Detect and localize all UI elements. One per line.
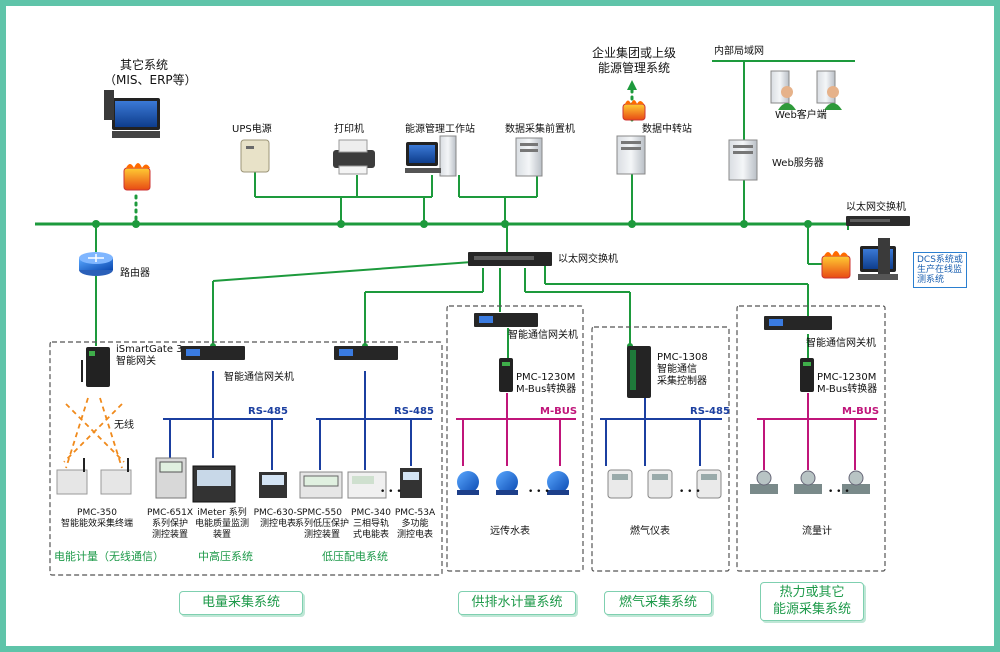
ellipsis-lv: • • • <box>380 487 402 497</box>
ellipsis-heat: • • • <box>828 487 850 497</box>
computer-icon <box>104 90 160 138</box>
router-label: 路由器 <box>120 268 150 279</box>
meter-pmc630-icon <box>259 472 287 498</box>
sub-mv-label: 中高压系统 <box>198 550 253 563</box>
workstation-label: 能源管理工作站 <box>405 124 475 135</box>
rs485-gas-label: RS-485 <box>690 406 730 417</box>
other-systems-label: 其它系统（MIS、ERP等） <box>104 58 197 87</box>
meter-imeter-icon <box>192 465 236 503</box>
gateway-water-label: 智能通信网关机 <box>508 330 578 341</box>
dcs-label: DCS系统或生产在线监测系统 <box>913 252 967 288</box>
workstation-icon <box>405 135 457 177</box>
computer-icon <box>858 238 898 280</box>
firewall-icon <box>622 100 646 121</box>
mbus-bus <box>456 393 877 470</box>
meter-pmc340-icon <box>347 471 387 499</box>
rs485-b-label: RS-485 <box>394 406 434 417</box>
flow-meter-label: 流量计 <box>802 526 832 537</box>
wireless-label: 无线 <box>114 420 134 431</box>
uplink-dots <box>134 88 634 224</box>
wireless-links <box>63 397 125 469</box>
water-meter-label: 远传水表 <box>490 526 530 537</box>
server-icon <box>616 135 646 175</box>
web-server-label: Web服务器 <box>772 158 824 169</box>
ellipsis-water: • • • <box>528 487 550 497</box>
switch-top-label: 以太网交换机 <box>846 202 906 213</box>
web-client-label: Web客户端 <box>775 110 827 121</box>
printer-icon <box>333 139 375 175</box>
system-frames <box>49 305 886 576</box>
switch-mid-label: 以太网交换机 <box>558 254 618 265</box>
switch-icon <box>468 252 552 266</box>
meter-pmc651-icon <box>155 457 187 499</box>
ups-icon <box>240 139 270 173</box>
intranet-line <box>95 60 855 358</box>
gateway-icon <box>474 313 538 327</box>
rs485-bus-lv <box>163 371 722 470</box>
firewall-icon <box>123 163 151 191</box>
gateway-icon <box>764 316 832 330</box>
switch-icon <box>846 216 910 226</box>
gateway-a-label: 智能通信网关机 <box>224 372 294 383</box>
ellipsis-gas: • • • <box>679 487 701 497</box>
user-icon <box>816 70 842 110</box>
frontend-label: 数据采集前置机 <box>505 124 575 135</box>
gateway-heat-label: 智能通信网关机 <box>806 338 876 349</box>
pmc350-terminal-icon <box>56 458 132 495</box>
sub-lv-label: 低压配电系统 <box>322 550 388 563</box>
gas-system-label: 燃气采集系统 <box>604 591 712 615</box>
meter-pmc550-icon <box>299 471 343 499</box>
server-icon <box>728 139 758 181</box>
sub-wireless-label: 电能计量（无线通信） <box>54 550 164 563</box>
water-meter-icon <box>457 471 569 495</box>
ups-label: UPS电源 <box>232 124 272 135</box>
user-icon <box>770 70 796 110</box>
meter-pmc53a-icon <box>400 468 422 498</box>
gas-meter-label: 燃气仪表 <box>630 526 670 537</box>
flow-meter-icon <box>750 470 870 494</box>
mbus-heat-label: M-BUS <box>842 406 880 417</box>
router-icon <box>79 252 113 276</box>
gateway-icon <box>334 346 398 360</box>
enterprise-label: 企业集团或上级能源管理系统 <box>591 46 676 75</box>
controller-icon <box>627 346 651 398</box>
converter-icon <box>499 358 513 392</box>
gateway-icon <box>181 346 245 360</box>
firewall-icon <box>821 251 851 279</box>
printer-label: 打印机 <box>334 124 364 135</box>
relay-station-label: 数据中转站 <box>642 124 692 135</box>
imeter-label: iMeter 系列电能质量监测装置 <box>194 508 249 540</box>
converter-icon <box>800 358 814 392</box>
intranet-label: 内部局域网 <box>714 46 764 57</box>
gas-meter-icon <box>607 469 722 499</box>
mbus-water-label: M-BUS <box>540 406 578 417</box>
uplink-arrows <box>627 80 637 90</box>
rs485-a-label: RS-485 <box>248 406 288 417</box>
power-system-label: 电量采集系统 <box>179 591 303 615</box>
water-system-label: 供排水计量系统 <box>458 591 576 615</box>
ismartgate-icon <box>81 347 110 387</box>
server-icon <box>515 137 543 177</box>
heat-system-label: 热力或其它能源采集系统 <box>760 582 864 621</box>
